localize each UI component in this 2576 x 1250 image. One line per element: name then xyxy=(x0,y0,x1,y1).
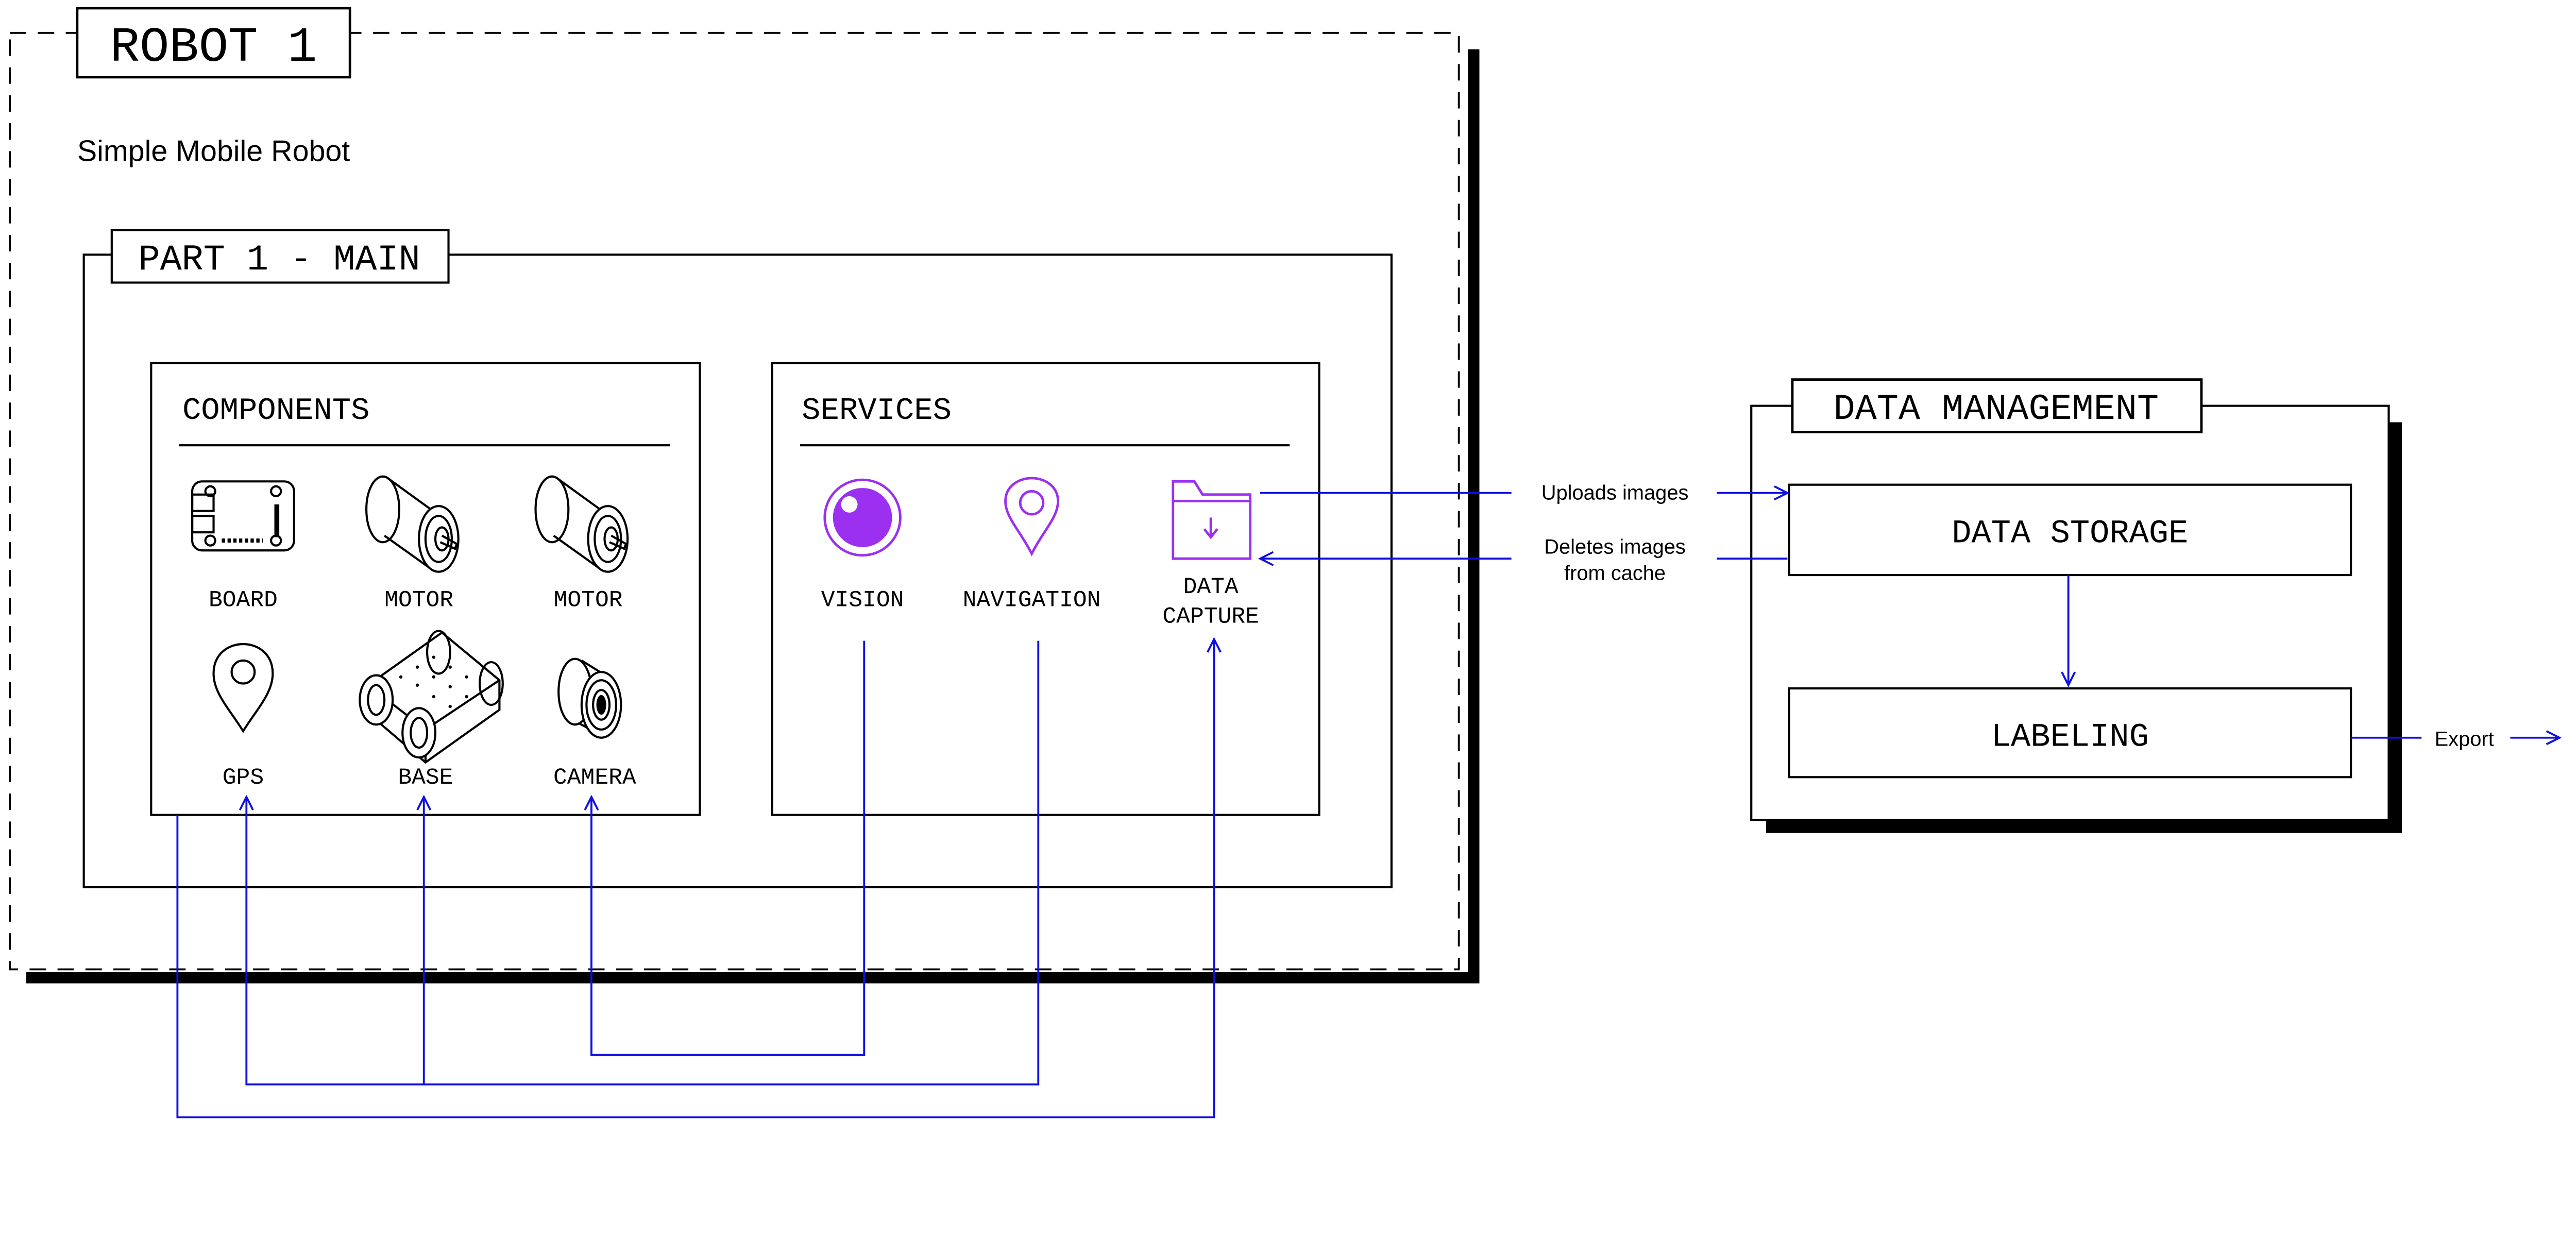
vision-to-camera-connector xyxy=(591,640,866,1056)
part-border xyxy=(82,254,1393,889)
services-panel: SERVICES VISION NAVIGATION DATA CAPTURE xyxy=(771,362,1320,816)
uploads-label: Uploads images xyxy=(1541,481,1689,504)
navigation-to-gps-connector xyxy=(246,640,1040,1086)
board-icon xyxy=(191,480,295,552)
robot-frame-border xyxy=(9,31,1460,971)
camera-icon xyxy=(557,657,622,739)
component-label-camera: CAMERA xyxy=(553,765,636,791)
robot-subtitle: Simple Mobile Robot xyxy=(77,135,350,168)
labeling-label: LABELING xyxy=(1991,719,2149,756)
data-management-title-box xyxy=(1791,378,2203,434)
data-storage-box xyxy=(1788,483,2352,577)
robot-frame-shadow xyxy=(26,49,1480,984)
robot-frame: ROBOT 1 Simple Mobile Robot xyxy=(9,7,1480,984)
part-title-box xyxy=(110,229,450,284)
location-pin-icon xyxy=(1004,477,1059,556)
robot-architecture-diagram: ROBOT 1 Simple Mobile Robot PART 1 - MAI… xyxy=(9,7,2576,1119)
data-storage-label: DATA STORAGE xyxy=(1952,515,2188,552)
services-border xyxy=(771,362,1320,816)
component-label-base: BASE xyxy=(398,765,453,791)
gps-pin-icon xyxy=(212,643,274,733)
components-to-data-capture-connector xyxy=(176,639,1214,1119)
component-label-board: BOARD xyxy=(209,588,278,614)
motor-icon xyxy=(534,475,629,573)
service-label-data: DATA xyxy=(1183,575,1239,600)
components-panel: COMPONENTS BOARD MOTOR M xyxy=(150,362,701,816)
service-label-vision: VISION xyxy=(821,588,904,614)
component-label-gps: GPS xyxy=(223,765,264,791)
services-title: SERVICES xyxy=(802,394,952,429)
components-border xyxy=(150,362,701,816)
component-label-motor-2: MOTOR xyxy=(554,588,623,614)
data-management-title: DATA MANAGEMENT xyxy=(1834,390,2159,430)
deletes-label-line2: from cache xyxy=(1564,562,1666,585)
components-title: COMPONENTS xyxy=(182,394,370,429)
labeling-box xyxy=(1788,687,2352,779)
part-title: PART 1 - MAIN xyxy=(138,240,420,281)
rover-base-icon xyxy=(359,630,504,764)
component-label-motor-1: MOTOR xyxy=(384,588,453,614)
service-label-capture: CAPTURE xyxy=(1162,604,1259,630)
folder-download-icon xyxy=(1172,480,1252,560)
connectors: Uploads images Deletes images from cache… xyxy=(176,481,2560,1119)
robot-title: ROBOT 1 xyxy=(110,20,317,76)
service-label-navigation: NAVIGATION xyxy=(963,588,1101,614)
motor-icon xyxy=(365,475,460,573)
deletes-label-line1: Deletes images xyxy=(1544,536,1686,559)
eye-icon xyxy=(823,478,902,557)
data-management-panel: DATA MANAGEMENT DATA STORAGE LABELING xyxy=(1750,378,2402,833)
export-label: Export xyxy=(2435,728,2494,751)
part-frame: PART 1 - MAIN xyxy=(82,229,1393,889)
robot-title-box xyxy=(76,7,351,79)
